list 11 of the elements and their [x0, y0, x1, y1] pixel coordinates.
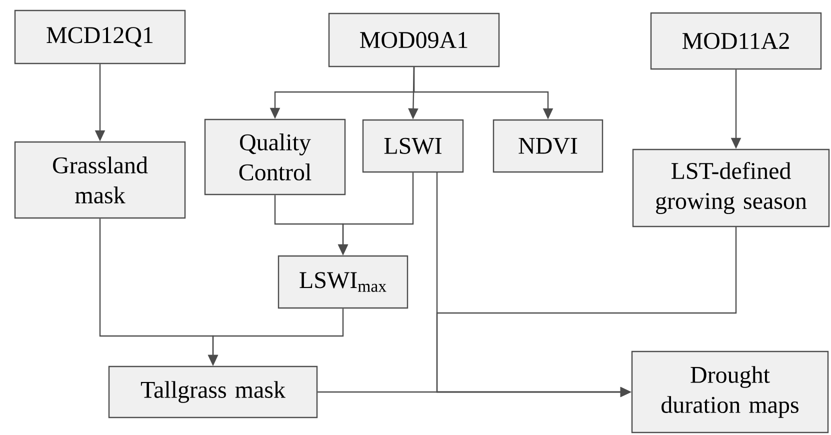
process-box: MCD12Q1: [14, 10, 186, 64]
process-box: LSWI$_{max}$: [278, 255, 408, 309]
process-box: Tallgrass mask: [108, 366, 318, 418]
process-box: Quality Control: [204, 118, 346, 196]
process-box: MOD11A2: [650, 12, 822, 70]
process-box: LSWI: [362, 119, 464, 173]
process-box: NDVI: [492, 119, 604, 173]
process-box: Drought duration maps: [631, 350, 829, 434]
process-box: MOD09A1: [328, 12, 500, 68]
process-box: LST-defined growing season: [632, 148, 830, 228]
process-box: Grassland mask: [14, 141, 186, 219]
